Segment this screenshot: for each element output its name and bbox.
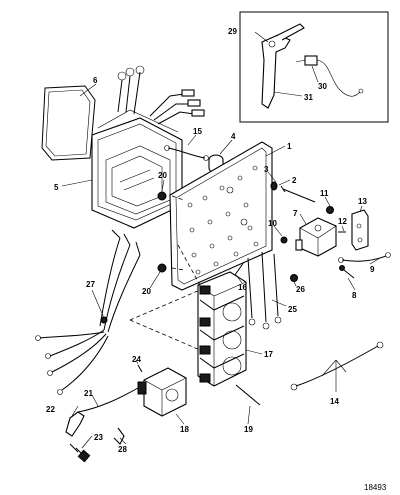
nut-part-26 [290,274,298,282]
callout-2: 2 [292,176,297,185]
callout-6: 6 [93,76,98,85]
wires-part-14 [290,341,384,391]
lead-part-21 [77,387,139,413]
callout-31: 31 [304,93,313,102]
coil-stack-part-17 [197,271,247,387]
gasket-part-6 [41,85,96,161]
nut-part-20-upper [157,191,167,201]
callout-27: 27 [86,280,95,289]
washer-part-3 [270,181,278,191]
callout-28: 28 [118,445,127,454]
callout-10: 10 [268,219,277,228]
callout-22: 22 [46,405,55,414]
callout-24: 24 [132,355,141,364]
solenoid-part-7 [295,217,337,257]
callout-30: 30 [318,82,327,91]
callout-20-upper: 20 [158,171,167,180]
screw-part-8 [339,265,355,279]
callout-19: 19 [244,425,253,434]
rod-part-31 [275,23,305,41]
callout-17: 17 [264,350,273,359]
callout-11: 11 [320,189,329,198]
nut-part-20-lower [157,263,167,273]
callout-23: 23 [94,433,103,442]
screw-part-19 [235,384,261,406]
coil-part-18 [137,367,187,417]
wire-part-15 [164,145,209,161]
callout-5: 5 [54,183,59,192]
inset-detail [239,11,389,123]
wire-part-9 [338,252,391,263]
assembly-lines [129,195,201,351]
wires-part-25 [247,251,282,330]
callout-20-lower: 20 [142,287,151,296]
callout-15: 15 [193,127,202,136]
callout-25: 25 [288,305,297,314]
clip-part-28 [113,427,125,445]
callout-14: 14 [330,397,339,406]
boot-part-22 [65,411,85,437]
callout-29: 29 [228,27,237,36]
callout-7: 7 [293,209,298,218]
callout-16: 16 [238,283,247,292]
leader-lines [61,31,381,449]
nut-part-10 [280,236,288,244]
nut-part-11 [326,206,334,214]
plug-part-23 [69,443,91,463]
callout-8: 8 [352,291,357,300]
callout-26: 26 [296,285,305,294]
harness-part-27 [35,229,141,395]
figure-number: 18493 [364,483,387,492]
callout-18: 18 [180,425,189,434]
screw-part-24 [137,364,143,373]
sensor-part-30 [304,55,318,66]
mounting-plate-part-1 [169,141,273,291]
bolt-part-2 [280,185,316,203]
callout-12: 12 [338,217,347,226]
callout-3: 3 [264,165,269,174]
callout-labels: 1 2 3 4 5 6 7 8 9 10 11 12 13 14 15 16 1… [46,27,375,454]
bracket-part-13 [351,209,369,251]
callout-4: 4 [231,132,236,141]
module-part-5 [91,65,205,229]
callout-9: 9 [370,265,375,274]
bracket-part-31 [261,34,291,109]
callout-13: 13 [358,197,367,206]
callout-21: 21 [84,389,93,398]
callout-1: 1 [287,142,292,151]
